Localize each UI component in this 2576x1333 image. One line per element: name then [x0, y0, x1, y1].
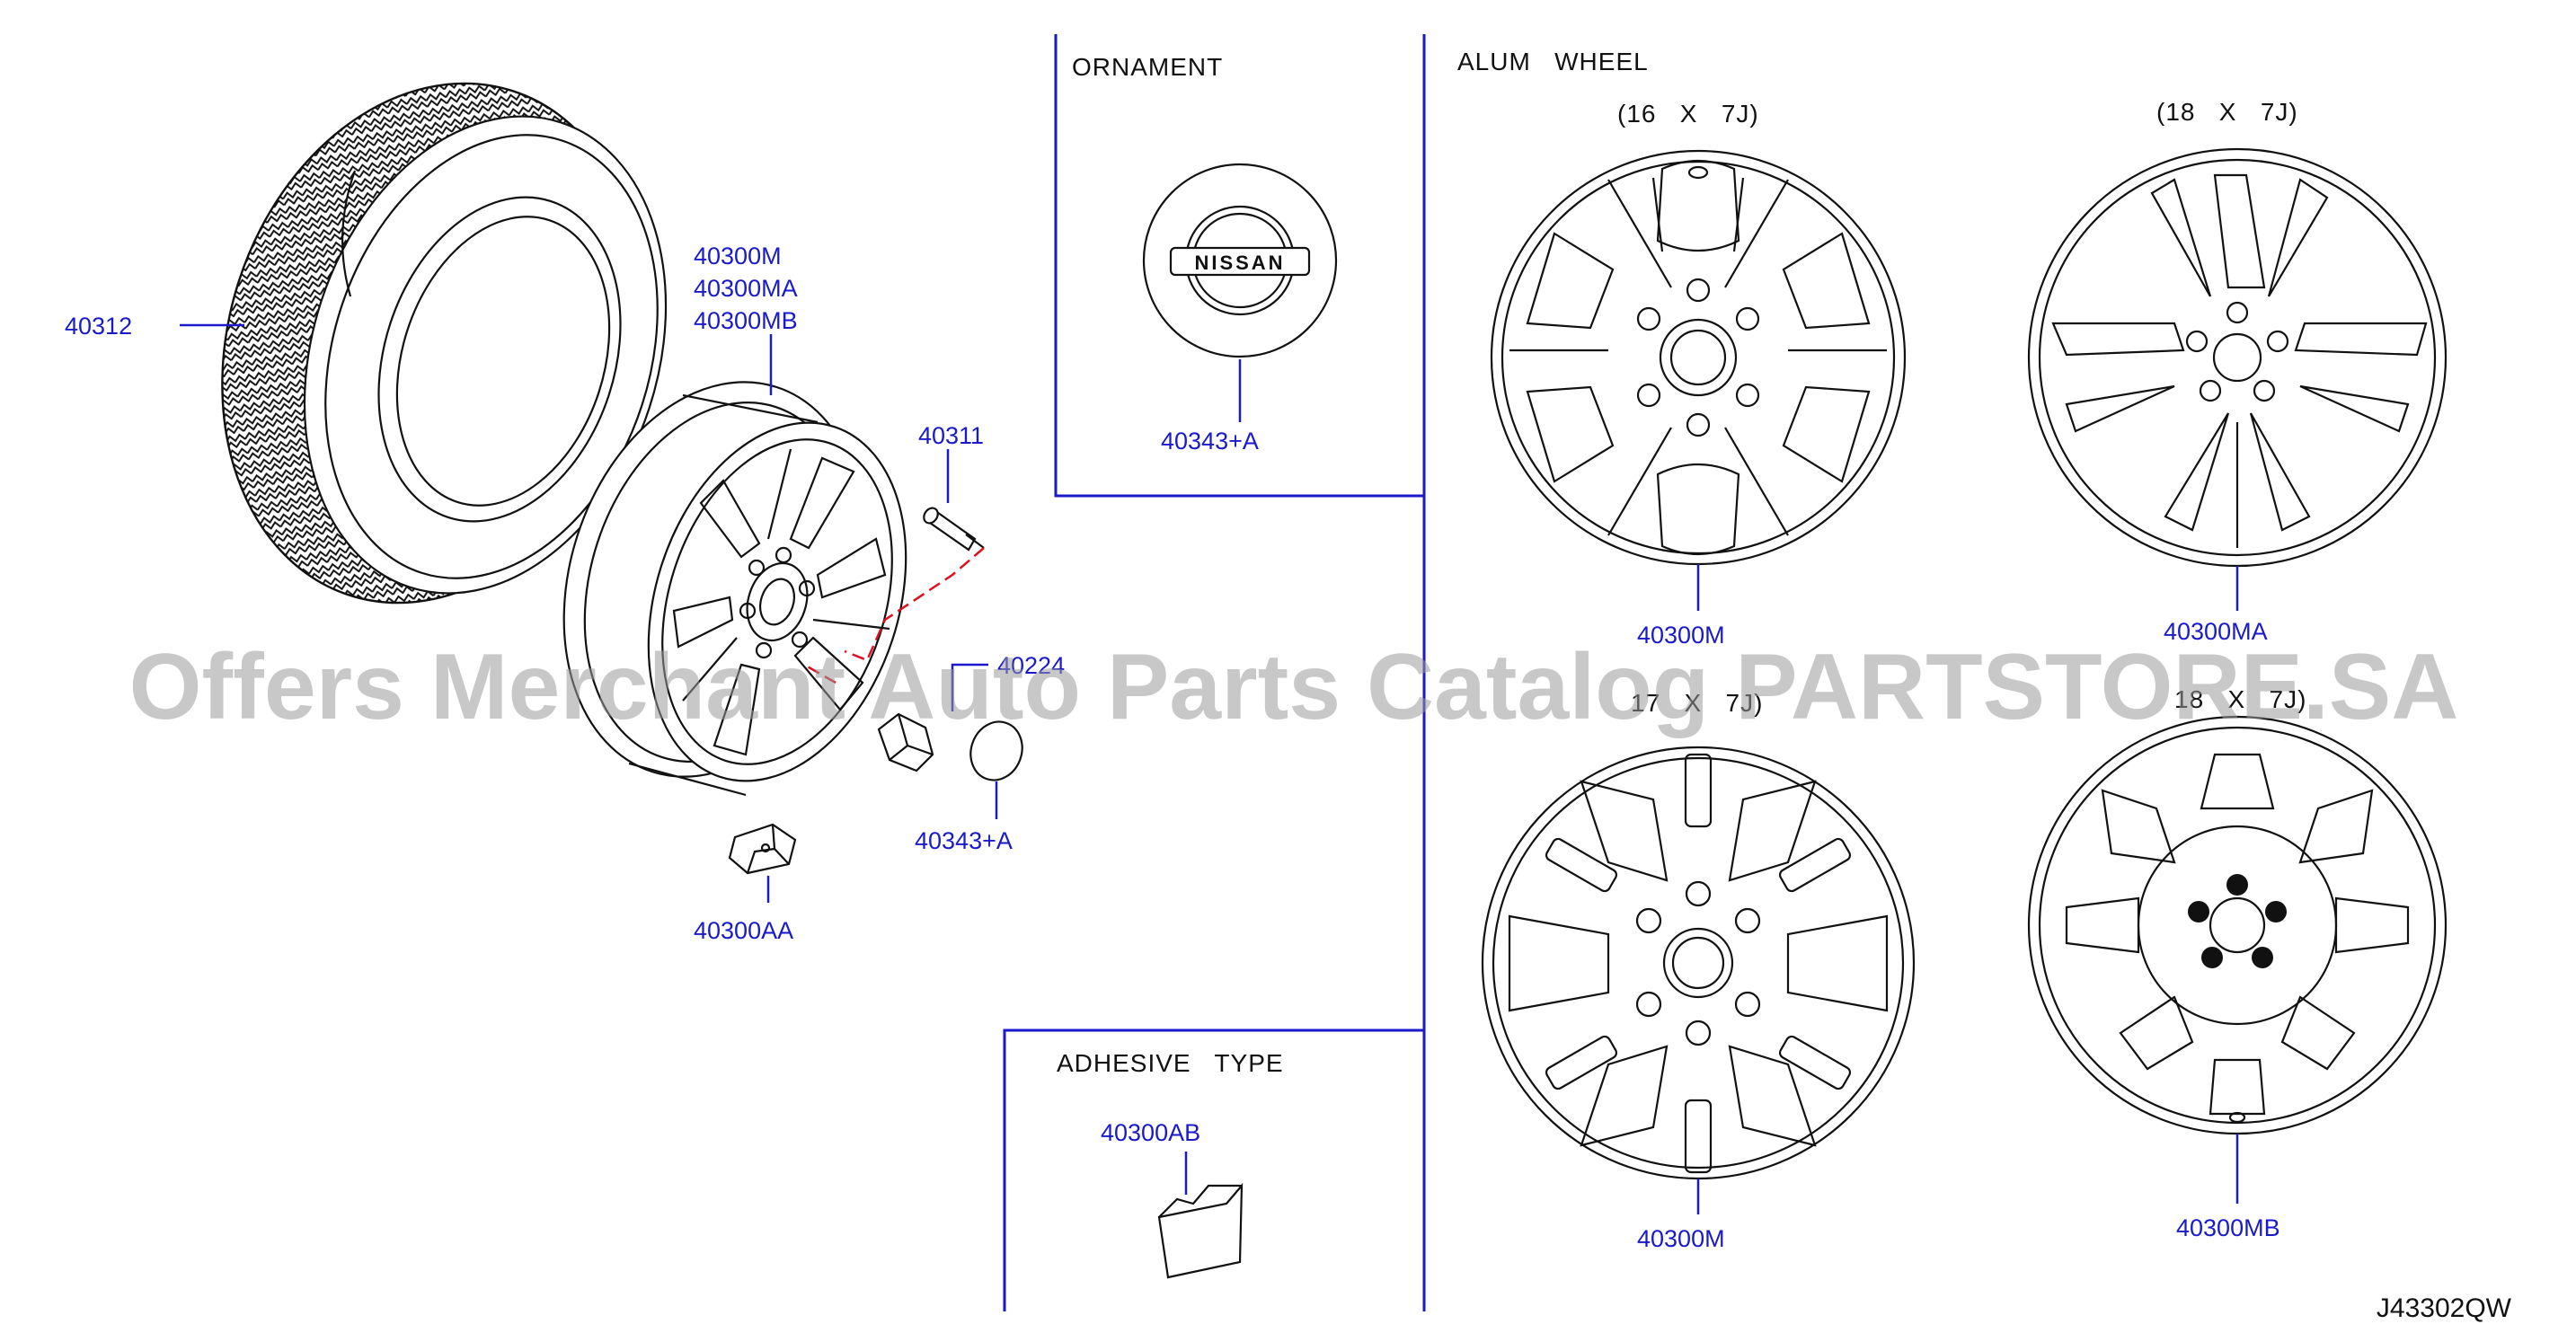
- part-label-40300m-16[interactable]: 40300M: [1637, 622, 1725, 649]
- section-label-adhesive-type: ADHESIVE TYPE: [1057, 1049, 1284, 1077]
- watermark: Offers Merchant Auto Parts Catalog PARTS…: [129, 635, 2459, 739]
- section-label-ornament: ORNAMENT: [1072, 53, 1223, 81]
- ornament-cap-small[interactable]: [962, 714, 1030, 787]
- part-label-40300m-17[interactable]: 40300M: [1637, 1225, 1725, 1252]
- diagram-code: J43302QW: [2377, 1293, 2512, 1323]
- part-label-40300aa[interactable]: 40300AA: [694, 917, 793, 944]
- size-label-18x7j: (18 X 7J): [2156, 98, 2298, 126]
- alum-wheel-17x7j[interactable]: [1481, 746, 1916, 1180]
- part-label-40343a[interactable]: 40343+A: [915, 827, 1013, 854]
- part-label-40311[interactable]: 40311: [918, 422, 984, 449]
- emblem-text: NISSAN: [1194, 252, 1285, 274]
- size-label-16x7j: (16 X 7J): [1617, 100, 1759, 128]
- part-label-40300mb[interactable]: 40300MB: [694, 307, 798, 334]
- part-label-40343a-ornament[interactable]: 40343+A: [1161, 428, 1259, 455]
- part-label-40312[interactable]: 40312: [65, 313, 132, 340]
- part-label-40300ab[interactable]: 40300AB: [1101, 1119, 1200, 1146]
- adhesive-weight-40300ab[interactable]: [1157, 1182, 1244, 1279]
- tire-40312[interactable]: [157, 29, 725, 658]
- valve-40311[interactable]: [921, 506, 985, 552]
- part-label-40224[interactable]: 40224: [997, 652, 1065, 679]
- section-frames: [1003, 34, 1426, 1311]
- part-label-40300ma[interactable]: 40300MA: [694, 275, 798, 302]
- part-label-40300mb-18[interactable]: 40300MB: [2176, 1214, 2280, 1241]
- leader-lines: [180, 323, 2239, 1214]
- nissan-ornament[interactable]: NISSAN: [1142, 163, 1338, 358]
- size-label-17x7j: 17 X 7J): [1631, 689, 1763, 717]
- alum-wheel-16x7j[interactable]: [1490, 149, 1907, 566]
- wheel-40300m[interactable]: [515, 343, 949, 817]
- size-label-18x7j-b: 18 X 7J): [2174, 685, 2306, 713]
- section-label-alum-wheel: ALUM WHEEL: [1457, 48, 1649, 75]
- part-label-40300ma-18[interactable]: 40300MA: [2164, 618, 2268, 645]
- alum-wheel-18x7j-b[interactable]: [2027, 715, 2448, 1135]
- lug-nut-40224[interactable]: [877, 712, 934, 772]
- part-label-40300m[interactable]: 40300M: [694, 243, 782, 269]
- alum-wheel-18x7j[interactable]: [2027, 147, 2448, 568]
- balance-weight-40300aa[interactable]: [728, 823, 797, 875]
